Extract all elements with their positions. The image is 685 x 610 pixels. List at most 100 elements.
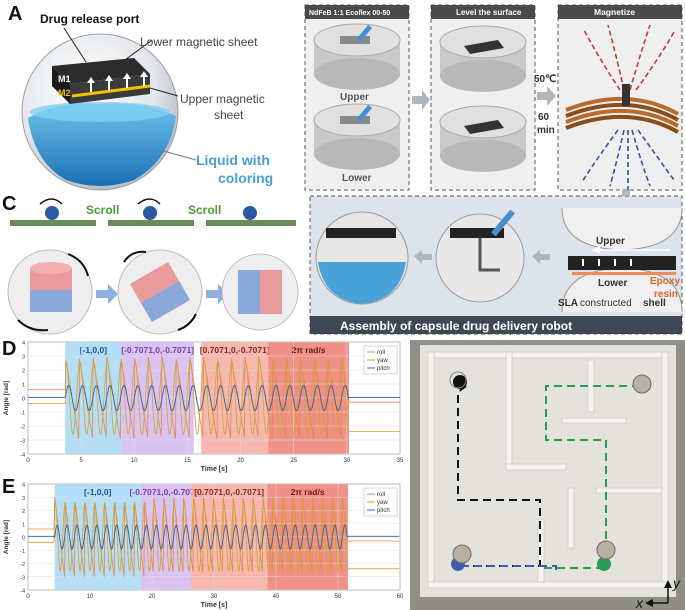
rolling-diagram: Scroll Scroll bbox=[7, 198, 299, 335]
rolling-sphere-3 bbox=[221, 253, 299, 331]
assembly-upper-label: Upper bbox=[596, 236, 625, 247]
mold-lower-2 bbox=[439, 105, 527, 172]
platform-1 bbox=[10, 198, 96, 226]
time-label-1: 60 bbox=[538, 112, 550, 123]
liquid-label-1: Liquid with bbox=[196, 152, 270, 168]
band-label-1: [-0.7071,0,-0.7071] bbox=[130, 487, 203, 497]
mold-lower-label: Lower bbox=[342, 173, 372, 184]
y-tick-label: 4 bbox=[22, 483, 25, 489]
y-tick-label: -1 bbox=[20, 411, 25, 417]
scroll-label-1: Scroll bbox=[86, 203, 119, 217]
panel-letter-c: C bbox=[2, 193, 17, 215]
x-tick-label: 15 bbox=[184, 458, 191, 464]
x-tick-label: 50 bbox=[335, 594, 342, 600]
upper-sheet-label-1: Upper magnetic bbox=[180, 92, 265, 106]
box2-title: Level the surface bbox=[456, 8, 522, 17]
x-tick-label: 30 bbox=[344, 458, 351, 464]
axis-y-label: y bbox=[672, 575, 681, 591]
m2-label: M2 bbox=[58, 88, 71, 98]
robot-start-2 bbox=[452, 544, 472, 564]
sla-label-2: constructed bbox=[580, 298, 632, 309]
y-tick-label: 2 bbox=[22, 369, 25, 375]
band-label-0: [-1,0,0] bbox=[80, 345, 108, 355]
y-tick-label: -3 bbox=[20, 575, 25, 581]
series-yaw-line bbox=[28, 502, 400, 572]
y-tick-label: -4 bbox=[20, 589, 25, 595]
capsule-diagram: M1 M2 Drug release port Lower magnetic s… bbox=[21, 12, 273, 191]
y-tick-label: -2 bbox=[20, 425, 25, 431]
y-tick-label: -3 bbox=[20, 439, 25, 445]
y-tick-label: -4 bbox=[20, 453, 25, 459]
box1-title: NdFeB 1:1 Ecoflex 00-50 bbox=[309, 10, 390, 17]
temp-label: 50℃ bbox=[534, 74, 556, 85]
assembly-arrow-2 bbox=[532, 250, 550, 264]
filling-step bbox=[435, 209, 525, 303]
assembly-footer: Assembly of capsule drug delivery robot bbox=[340, 319, 572, 333]
legend-label-pitch: pitch bbox=[377, 508, 390, 514]
sla-label-3: shell bbox=[643, 298, 666, 309]
band-label-3: 2π rad/s bbox=[291, 487, 325, 497]
band-label-2: [0.7071,0,-0.7071] bbox=[194, 487, 264, 497]
axis-x-label: x bbox=[635, 595, 644, 610]
panel-letter-d: D bbox=[2, 338, 17, 360]
y-tick-label: 1 bbox=[22, 522, 25, 528]
x-tick-label: 10 bbox=[131, 458, 138, 464]
band-label-1: [-0.7071,0,-0.7071] bbox=[121, 345, 194, 355]
y-tick-label: 4 bbox=[22, 341, 25, 347]
lower-sheet-label: Lower magnetic sheet bbox=[140, 35, 258, 49]
liquid bbox=[28, 103, 176, 186]
time-label-2: min bbox=[537, 125, 555, 136]
epoxy-label-1: Epoxy bbox=[650, 276, 680, 287]
x-tick-label: 5 bbox=[79, 458, 83, 464]
series-pitch-line bbox=[28, 524, 400, 550]
legend-label-yaw: yaw bbox=[377, 500, 388, 506]
x-tick-label: 0 bbox=[26, 594, 30, 600]
mold-upper-1 bbox=[313, 23, 401, 90]
band-label-3: 2π rad/s bbox=[292, 345, 326, 355]
shell-halves bbox=[561, 207, 683, 313]
series-pitch-line bbox=[28, 384, 400, 412]
x-tick-label: 30 bbox=[211, 594, 218, 600]
scroll-label-2: Scroll bbox=[188, 203, 221, 217]
assembly-arrow-1 bbox=[414, 250, 432, 264]
x-tick-label: 0 bbox=[26, 458, 30, 464]
y-tick-label: 1 bbox=[22, 383, 25, 389]
box3-title: Magnetize bbox=[594, 7, 635, 17]
m1-label: M1 bbox=[58, 74, 71, 84]
platform-2 bbox=[108, 198, 194, 226]
legend-label-roll: roll bbox=[377, 492, 385, 498]
step-arrow-2 bbox=[537, 86, 556, 106]
magnetization-arrows bbox=[87, 71, 148, 92]
mold-lower-1 bbox=[313, 103, 401, 170]
upper-sheet-label-2: sheet bbox=[214, 108, 244, 122]
y-axis-label: Angle [rad] bbox=[3, 520, 10, 554]
platform-3 bbox=[206, 206, 296, 226]
drug-port-label: Drug release port bbox=[40, 12, 139, 26]
x-tick-label: 40 bbox=[273, 594, 280, 600]
chart-e: [-1,0,0][-0.7071,0,-0.7071][0.7071,0,-0.… bbox=[3, 483, 404, 610]
step-arrow-1 bbox=[412, 90, 430, 110]
y-axis-label: Angle [rad] bbox=[3, 381, 10, 415]
maze-paths bbox=[457, 385, 640, 570]
chart-d: [-1,0,0][-0.7071,0,-0.7071][0.7071,0,-0.… bbox=[3, 341, 404, 474]
legend-label-roll: roll bbox=[377, 350, 385, 356]
magnetizing-coil bbox=[565, 84, 679, 134]
liquid-label-2: coloring bbox=[218, 170, 273, 186]
maze-photo: y x bbox=[410, 340, 685, 610]
x-tick-label: 25 bbox=[290, 458, 297, 464]
robot-start-1 bbox=[632, 374, 652, 394]
rolling-sphere-2 bbox=[117, 249, 203, 335]
panel-letter-a: A bbox=[8, 3, 23, 25]
epoxy-label-2: resin bbox=[654, 289, 678, 300]
panel-letter-e: E bbox=[2, 476, 16, 498]
end-marker-black bbox=[453, 375, 467, 389]
mold-upper-label: Upper bbox=[340, 92, 369, 103]
y-tick-label: -2 bbox=[20, 562, 25, 568]
x-tick-label: 20 bbox=[237, 458, 244, 464]
series-yaw-line bbox=[28, 360, 400, 436]
y-tick-label: 0 bbox=[22, 397, 25, 403]
assembled-capsule bbox=[315, 211, 409, 305]
lower-magnetic-sheet bbox=[52, 58, 150, 84]
y-tick-label: -1 bbox=[20, 549, 25, 555]
x-axis-label: Time [s] bbox=[201, 466, 228, 473]
